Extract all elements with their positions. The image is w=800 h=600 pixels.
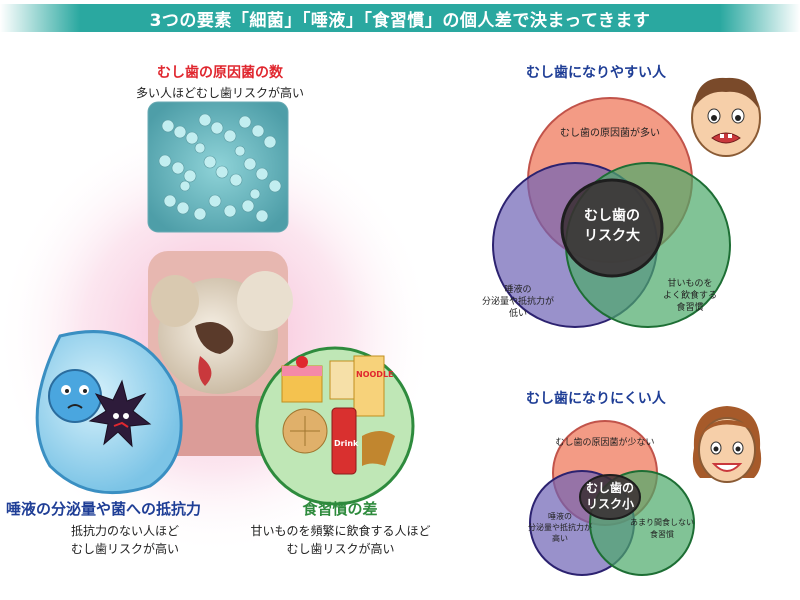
high-risk-venn: むし歯の リスク大 むし歯の原因菌が多い 唾液の 分泌量や抵抗力が 低い 甘いも… [482, 97, 731, 328]
diet-desc-2: むし歯リスクが高い [286, 542, 395, 556]
venn-low-center-line2: リスク小 [586, 496, 634, 511]
venn-high-center-line2: リスク大 [584, 227, 640, 244]
venn-high-left-1: 唾液の [504, 283, 531, 295]
venn-low-right-1: あまり間食しない [630, 517, 694, 527]
saliva-title: 唾液の分泌量や菌への抵抗力 [6, 500, 202, 518]
smiling-woman-face [692, 406, 762, 483]
venn-low-center-line1: むし歯の [586, 480, 634, 495]
venn-low-top-label: むし歯の原因菌が少ない [555, 436, 654, 448]
left-illustration: NOODLE Drink [0, 101, 435, 556]
venn-center-risk [560, 178, 664, 278]
header-banner [0, 4, 800, 32]
venn-low-left-3: 高い [552, 533, 568, 543]
venn-low-center-risk [579, 474, 641, 520]
food-bubble: NOODLE Drink [255, 346, 415, 506]
low-risk-title: むし歯になりにくい人 [526, 391, 666, 407]
diet-desc-1: 甘いものを頻繁に飲食する人ほど [250, 524, 431, 538]
venn-low-right-2: 食習慣 [650, 529, 674, 539]
diet-title: 食習慣の差 [302, 500, 378, 518]
saliva-bubble [35, 330, 183, 495]
drink-label: Drink [334, 439, 359, 448]
venn-high-top-label: むし歯の原因菌が多い [560, 126, 660, 139]
saliva-desc-1: 抵抗力のない人ほど [70, 524, 179, 538]
venn-high-right-2: よく飲食する [663, 289, 717, 301]
bacteria-title: むし歯の原因菌の数 [157, 65, 283, 81]
page-title: 3つの要素「細菌」「唾液」「食習慣」の個人差で決まってきます [149, 11, 651, 31]
venn-high-left-2: 分泌量や抵抗力が [482, 295, 554, 307]
worried-man-face [691, 77, 761, 157]
high-risk-title: むし歯になりやすい人 [526, 65, 666, 81]
venn-high-right-1: 甘いものを [667, 277, 712, 289]
bacteria-desc: 多い人ほどむし歯リスクが高い [135, 86, 304, 100]
venn-low-left-1: 唾液の [548, 511, 572, 521]
venn-low-left-2: 分泌量や抵抗力が [528, 522, 592, 532]
bacteria-micrograph [147, 101, 289, 233]
venn-high-left-3: 低い [509, 307, 527, 319]
low-risk-venn: むし歯の リスク小 むし歯の原因菌が少ない 唾液の 分泌量や抵抗力が 高い あま… [528, 420, 695, 576]
venn-high-right-3: 食習慣 [676, 301, 703, 313]
venn-high-center-line1: むし歯の [584, 207, 640, 224]
saliva-desc-2: むし歯リスクが高い [70, 542, 179, 556]
noodle-label: NOODLE [356, 370, 394, 379]
